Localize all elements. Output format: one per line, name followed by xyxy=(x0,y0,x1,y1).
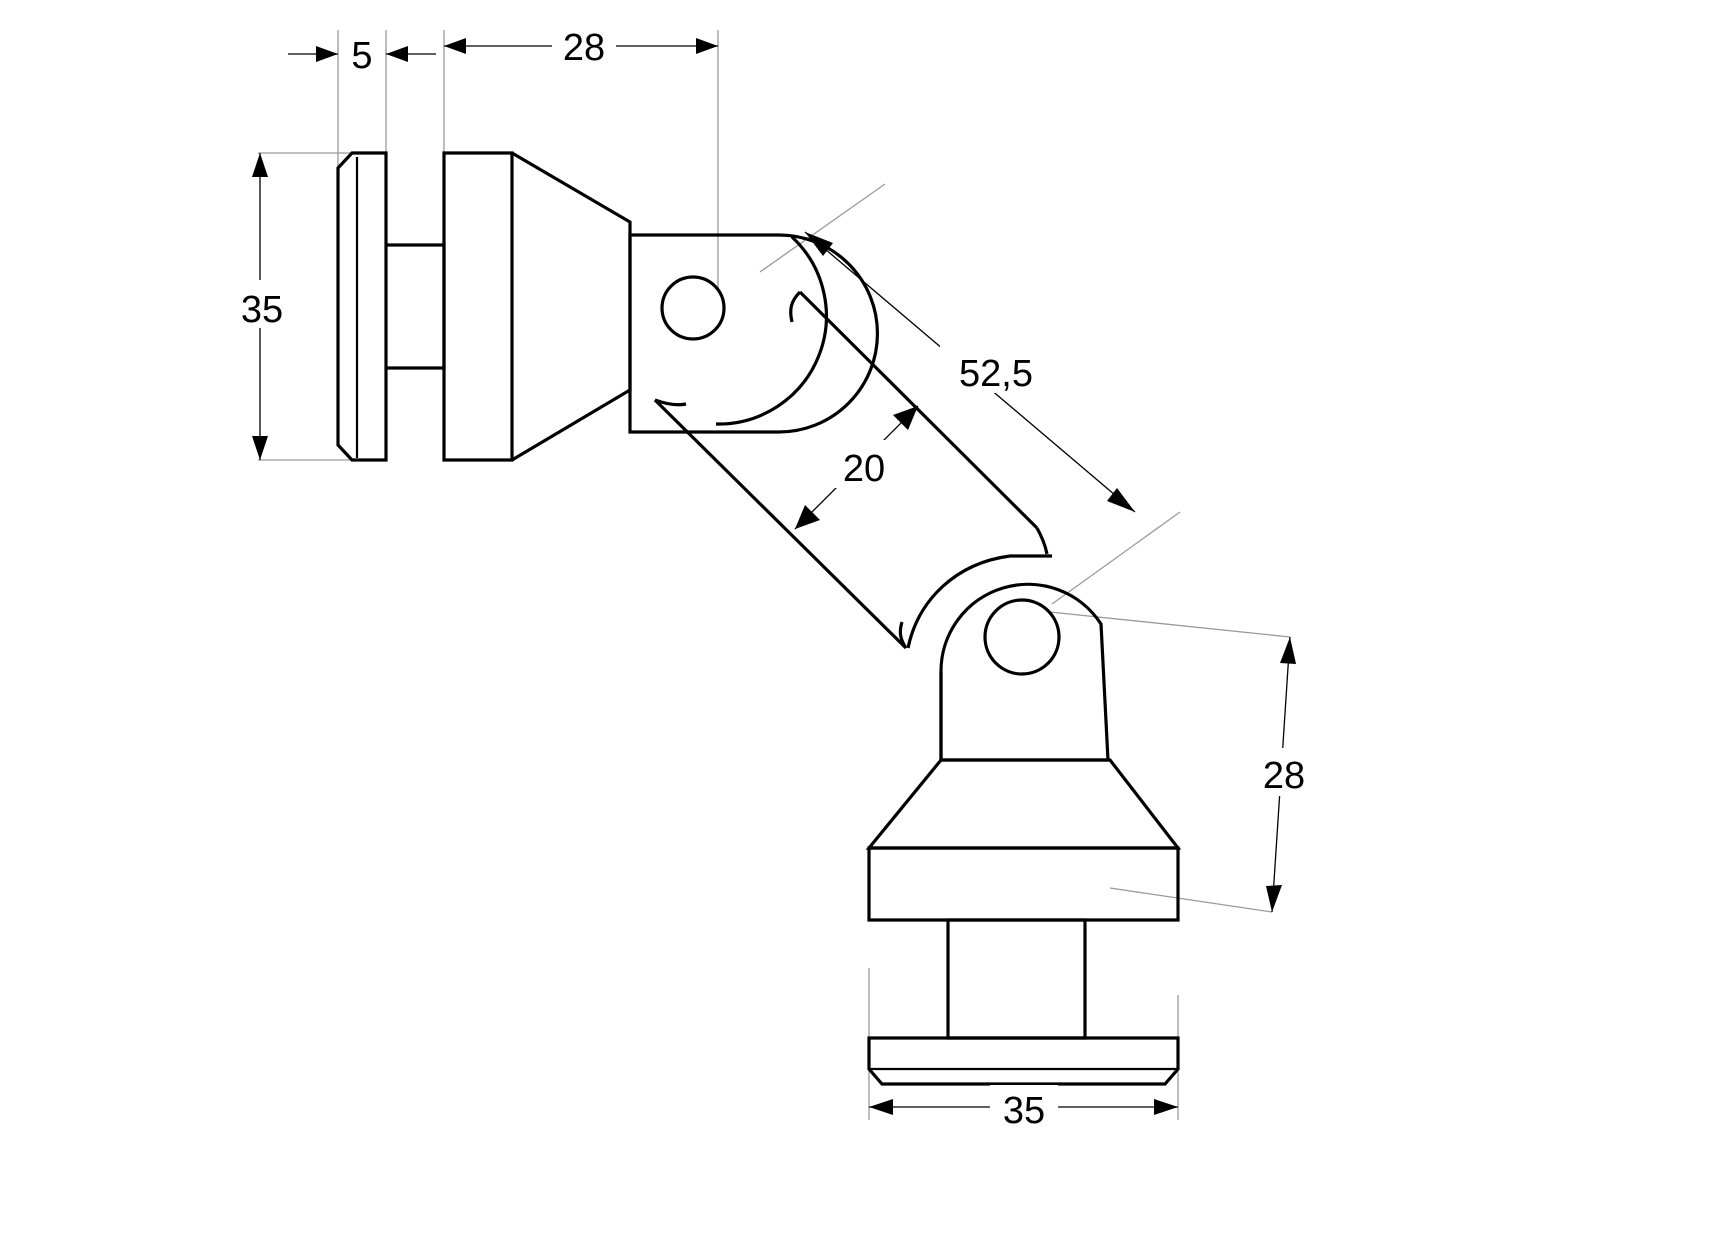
mounting-flange-plate xyxy=(336,151,388,462)
ext-line-base-top xyxy=(1049,611,1291,638)
dim-label-boss-length: 28 xyxy=(563,27,605,69)
dim-label-arm-length: 52,5 xyxy=(959,353,1033,395)
arrow-35-bottom-left xyxy=(869,1099,893,1115)
base-frustum xyxy=(865,758,1182,850)
arrow-28-right-bottom xyxy=(1266,885,1282,912)
lower-yoke-shoulder xyxy=(906,554,1052,649)
arrow-52-5-upper xyxy=(805,232,833,256)
dimension-base-height: 28 xyxy=(1250,636,1318,913)
dim-label-arm-width: 20 xyxy=(843,448,885,490)
base-stud xyxy=(946,918,1087,1040)
ext-line-arm-bottom xyxy=(1051,511,1181,605)
dimension-flange-height: 35 xyxy=(228,153,294,460)
dimension-arm-width: 20 xyxy=(794,405,919,530)
arm-top-fillet-lower xyxy=(1035,527,1049,555)
dim-label-flange-thickness: 5 xyxy=(351,35,372,77)
upper-yoke-shoulder xyxy=(715,235,828,426)
flange-neck xyxy=(386,243,446,370)
dim-label-flange-height: 35 xyxy=(241,289,283,331)
lower-pivot-hole xyxy=(983,598,1061,676)
arrow-28-top-left xyxy=(444,38,466,54)
upper-pivot-hole xyxy=(660,275,726,341)
extension-lines xyxy=(258,30,1291,1120)
dim-label-mask-28-top xyxy=(552,24,616,66)
dim-label-base-width: 35 xyxy=(1003,1090,1045,1132)
base-plate xyxy=(867,1036,1180,1086)
arrow-20-lower xyxy=(795,505,820,529)
dimension-base-width: 35 xyxy=(869,1085,1178,1132)
ext-line-arm-top xyxy=(759,183,886,273)
boss-taper xyxy=(511,151,632,462)
dim-label-mask-20 xyxy=(833,440,895,488)
dim-label-mask-28-right xyxy=(1250,748,1318,796)
dimension-arm-length: 52,5 xyxy=(804,231,1136,513)
dim-label-mask-35-bottom xyxy=(990,1085,1058,1131)
arrow-20-upper xyxy=(893,406,918,430)
ext-line-base-bottom xyxy=(1109,887,1273,913)
arm-top-fillet xyxy=(789,290,802,323)
arm-lower-edge xyxy=(653,398,908,650)
dim-label-mask-52-5 xyxy=(940,345,1052,393)
dim-label-base-height: 28 xyxy=(1263,755,1305,797)
arm-bottom-fillet-lower xyxy=(898,621,908,649)
dim-label-mask-35-left xyxy=(228,280,294,328)
lower-yoke-body xyxy=(939,582,1110,762)
dimension-boss-length: 28 xyxy=(444,24,718,69)
arrow-35-left-top xyxy=(252,153,268,177)
arrow-35-left-bottom xyxy=(252,436,268,460)
part-geometry xyxy=(336,151,1182,1086)
boss-block xyxy=(442,151,514,462)
arrow-35-bottom-right xyxy=(1154,1099,1178,1115)
arm-bottom-fillet-upper xyxy=(654,398,687,407)
dimension-flange-thickness: 5 xyxy=(288,35,436,77)
arrow-5-left xyxy=(316,46,338,62)
arm-upper-edge xyxy=(798,290,1039,530)
arrow-5-right xyxy=(386,46,408,62)
arrow-28-right-top xyxy=(1280,637,1296,664)
base-collar-plate xyxy=(867,846,1180,922)
arrow-28-top-right xyxy=(696,38,718,54)
arrow-52-5-lower xyxy=(1107,488,1135,512)
